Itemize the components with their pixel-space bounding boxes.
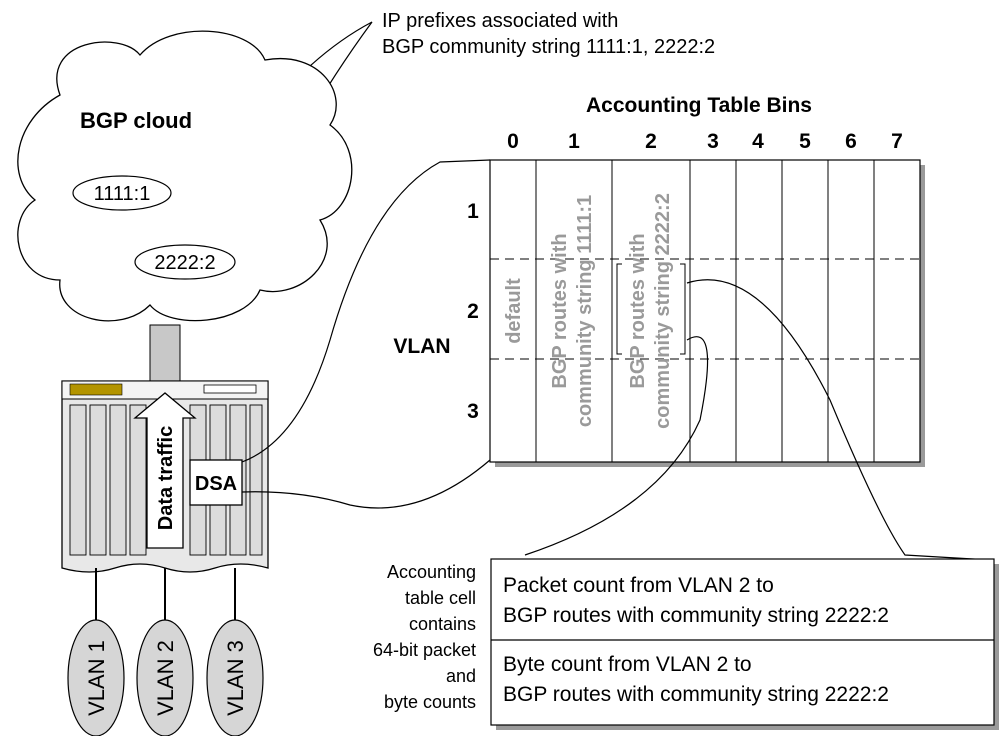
cell-leader-bottom	[524, 336, 709, 556]
column-header-1: 1	[568, 130, 580, 153]
row-header-2: 2	[467, 300, 479, 323]
data-traffic-label: Data traffic	[155, 426, 177, 530]
community-label-b: 2222:2	[154, 252, 215, 274]
column-header-4: 4	[752, 130, 764, 153]
dsa-label: DSA	[195, 473, 237, 495]
column-header-0: 0	[507, 130, 519, 153]
column-headers: 0 1 2 3 4 5 6 7	[507, 130, 903, 153]
table-body	[489, 159, 921, 463]
vlan-oval-1: VLAN 1	[67, 619, 125, 736]
dsa-link-top	[241, 159, 491, 463]
byte-count-line-2: BGP routes with community string 2222:2	[503, 683, 889, 706]
uplink-connector	[149, 324, 181, 384]
vlan-oval-3: VLAN 3	[206, 619, 264, 736]
packet-count-line-1: Packet count from VLAN 2 to	[503, 574, 774, 597]
count-boxes-frame	[490, 558, 995, 726]
column-header-6: 6	[845, 130, 857, 153]
bin-2-label-line-1: BGP routes with	[627, 233, 649, 388]
cell-note-line-6: byte counts	[384, 692, 476, 712]
cloud-title: BGP cloud	[80, 108, 192, 133]
bin-1-label-line-1: BGP routes with	[549, 233, 571, 388]
vlan-oval-2: VLAN 2	[136, 619, 194, 736]
column-header-2: 2	[645, 130, 657, 153]
column-header-3: 3	[707, 130, 719, 153]
router-chassis: Data traffic DSA	[61, 380, 269, 573]
vlan-label-3: VLAN 3	[223, 640, 248, 716]
byte-count-line-1: Byte count from VLAN 2 to	[503, 653, 752, 676]
accounting-table: Accounting Table Bins 0 1 2 3 4 5 6 7	[393, 94, 925, 467]
cell-leader-top	[686, 279, 991, 561]
cloud-shape	[17, 30, 353, 322]
row-header-1: 1	[467, 200, 479, 223]
cell-note-line-1: Accounting	[387, 562, 476, 582]
callout-line-1: IP prefixes associated with	[382, 10, 618, 32]
column-dividers	[535, 160, 875, 462]
cell-note: Accounting table cell contains 64-bit pa…	[373, 562, 476, 712]
community-ellipse-a	[72, 175, 172, 211]
row-headers: 1 2 3	[467, 200, 479, 423]
column-header-7: 7	[891, 130, 903, 153]
bin-2-label-line-2: community string 2222:2	[652, 193, 674, 429]
vlan-label-2: VLAN 2	[153, 640, 178, 716]
row-header-3: 3	[467, 400, 479, 423]
vlan-ports: VLAN 1 VLAN 2 VLAN 3	[67, 568, 264, 736]
data-traffic-arrow	[133, 392, 197, 549]
callout-line-2: BGP community string 1111:1, 2222:2	[382, 36, 715, 58]
cell-note-line-5: and	[446, 666, 476, 686]
cell-note-line-4: 64-bit packet	[373, 640, 476, 660]
cell-note-line-3: contains	[409, 614, 476, 634]
column-header-5: 5	[799, 130, 811, 153]
vlan-label-1: VLAN 1	[84, 640, 109, 716]
bgp-cloud: BGP cloud 1111:1 2222:2	[17, 30, 353, 322]
bin-1-label-line-2: community string 1111:1	[574, 195, 596, 427]
count-boxes: Packet count from VLAN 2 to BGP routes w…	[490, 558, 999, 730]
chassis-badge	[203, 384, 257, 394]
community-ellipse-b	[134, 244, 236, 280]
dsa-link-bottom	[241, 459, 491, 509]
bin-0-label: default	[503, 278, 525, 344]
brand-logo	[69, 383, 123, 396]
dsa-module	[189, 459, 243, 506]
row-dividers	[490, 258, 920, 360]
table-title: Accounting Table Bins	[586, 94, 812, 117]
cell-note-line-2: table cell	[405, 588, 476, 608]
packet-count-line-2: BGP routes with community string 2222:2	[503, 604, 889, 627]
highlighted-cell-bracket	[616, 263, 686, 355]
vlan-axis-label: VLAN	[393, 335, 450, 358]
community-label-a: 1111:1	[94, 183, 151, 205]
